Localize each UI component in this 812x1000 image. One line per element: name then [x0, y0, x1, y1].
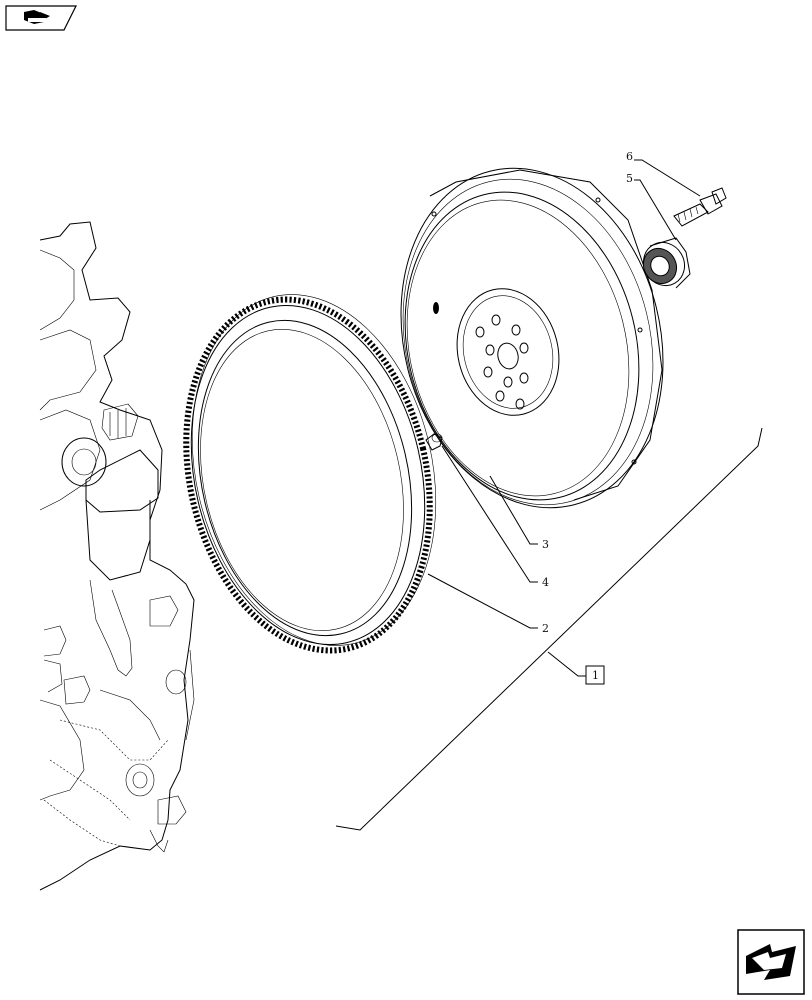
callout-6: 6 [626, 150, 633, 163]
callout-1-box: 1 [585, 665, 605, 685]
assembly-bracket [335, 427, 763, 831]
engine-block [39, 221, 195, 891]
book-arrow-icon[interactable] [5, 5, 77, 31]
flywheel [400, 167, 664, 509]
callout-4: 4 [542, 576, 549, 589]
bearing [642, 237, 691, 289]
callout-2: 2 [542, 622, 549, 635]
callout-1: 1 [592, 669, 599, 682]
flywheel-ring-gear [183, 294, 437, 654]
callout-5: 5 [626, 172, 633, 185]
leader-lines [427, 159, 701, 677]
callout-3: 3 [542, 538, 549, 551]
next-page-arrow-icon[interactable] [737, 929, 805, 995]
bolt [673, 187, 727, 227]
